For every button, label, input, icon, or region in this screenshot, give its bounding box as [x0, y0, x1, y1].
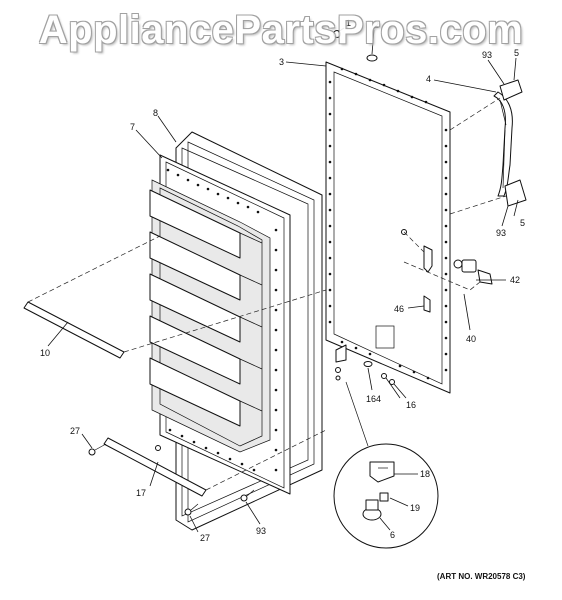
callout-2: 2	[374, 20, 379, 30]
callout-18: 18	[420, 469, 430, 479]
callout-16: 16	[406, 400, 416, 410]
callout-93-handle: 93	[496, 228, 506, 238]
hinge-detail-circle	[333, 381, 439, 549]
callout-4: 4	[426, 74, 431, 84]
handle-bracket-top	[499, 79, 523, 101]
top-hinge-pin	[333, 30, 378, 62]
callout-27-upper: 27	[70, 426, 80, 436]
callout-labels: 1 2 3 4 93 5 5 93 7 8 10 17 27 27 93 42 …	[40, 18, 525, 543]
outer-door-panel	[325, 61, 451, 394]
door-panel-screw-holes	[328, 67, 448, 380]
callout-5-bottom: 5	[520, 218, 525, 228]
callout-5-top: 5	[514, 48, 519, 58]
breaker-strip-side	[23, 301, 125, 359]
callout-93-bottom: 93	[256, 526, 266, 536]
callout-19: 19	[410, 503, 420, 513]
callout-27-lower: 27	[200, 533, 210, 543]
callout-93-top: 93	[482, 50, 492, 60]
callout-6: 6	[390, 530, 395, 540]
screw-27-lower	[184, 503, 199, 516]
art-number: (ART NO. WR20578 C3)	[437, 572, 526, 581]
screw-27-upper	[88, 443, 107, 456]
callout-3: 3	[279, 57, 284, 67]
breaker-strip-bottom	[103, 437, 207, 497]
callout-164: 164	[366, 394, 381, 404]
callout-46: 46	[394, 304, 404, 314]
alignment-lines	[27, 97, 507, 491]
leader-lines	[47, 27, 519, 533]
callout-10: 10	[40, 348, 50, 358]
door-shelves	[149, 189, 263, 427]
door-handle	[493, 91, 513, 197]
screw-93-bottom	[240, 489, 255, 502]
callout-8: 8	[153, 108, 158, 118]
callout-40: 40	[466, 334, 476, 344]
liner-screw-holes	[166, 168, 278, 472]
callout-42: 42	[510, 275, 520, 285]
liner-screw	[155, 445, 161, 451]
hinge-cam-parts	[401, 229, 493, 313]
callout-17: 17	[136, 488, 146, 498]
handle-bracket-bottom	[504, 179, 527, 207]
callout-1: 1	[346, 18, 351, 28]
callout-7: 7	[130, 122, 135, 132]
hinge-bottom-parts	[335, 344, 395, 385]
